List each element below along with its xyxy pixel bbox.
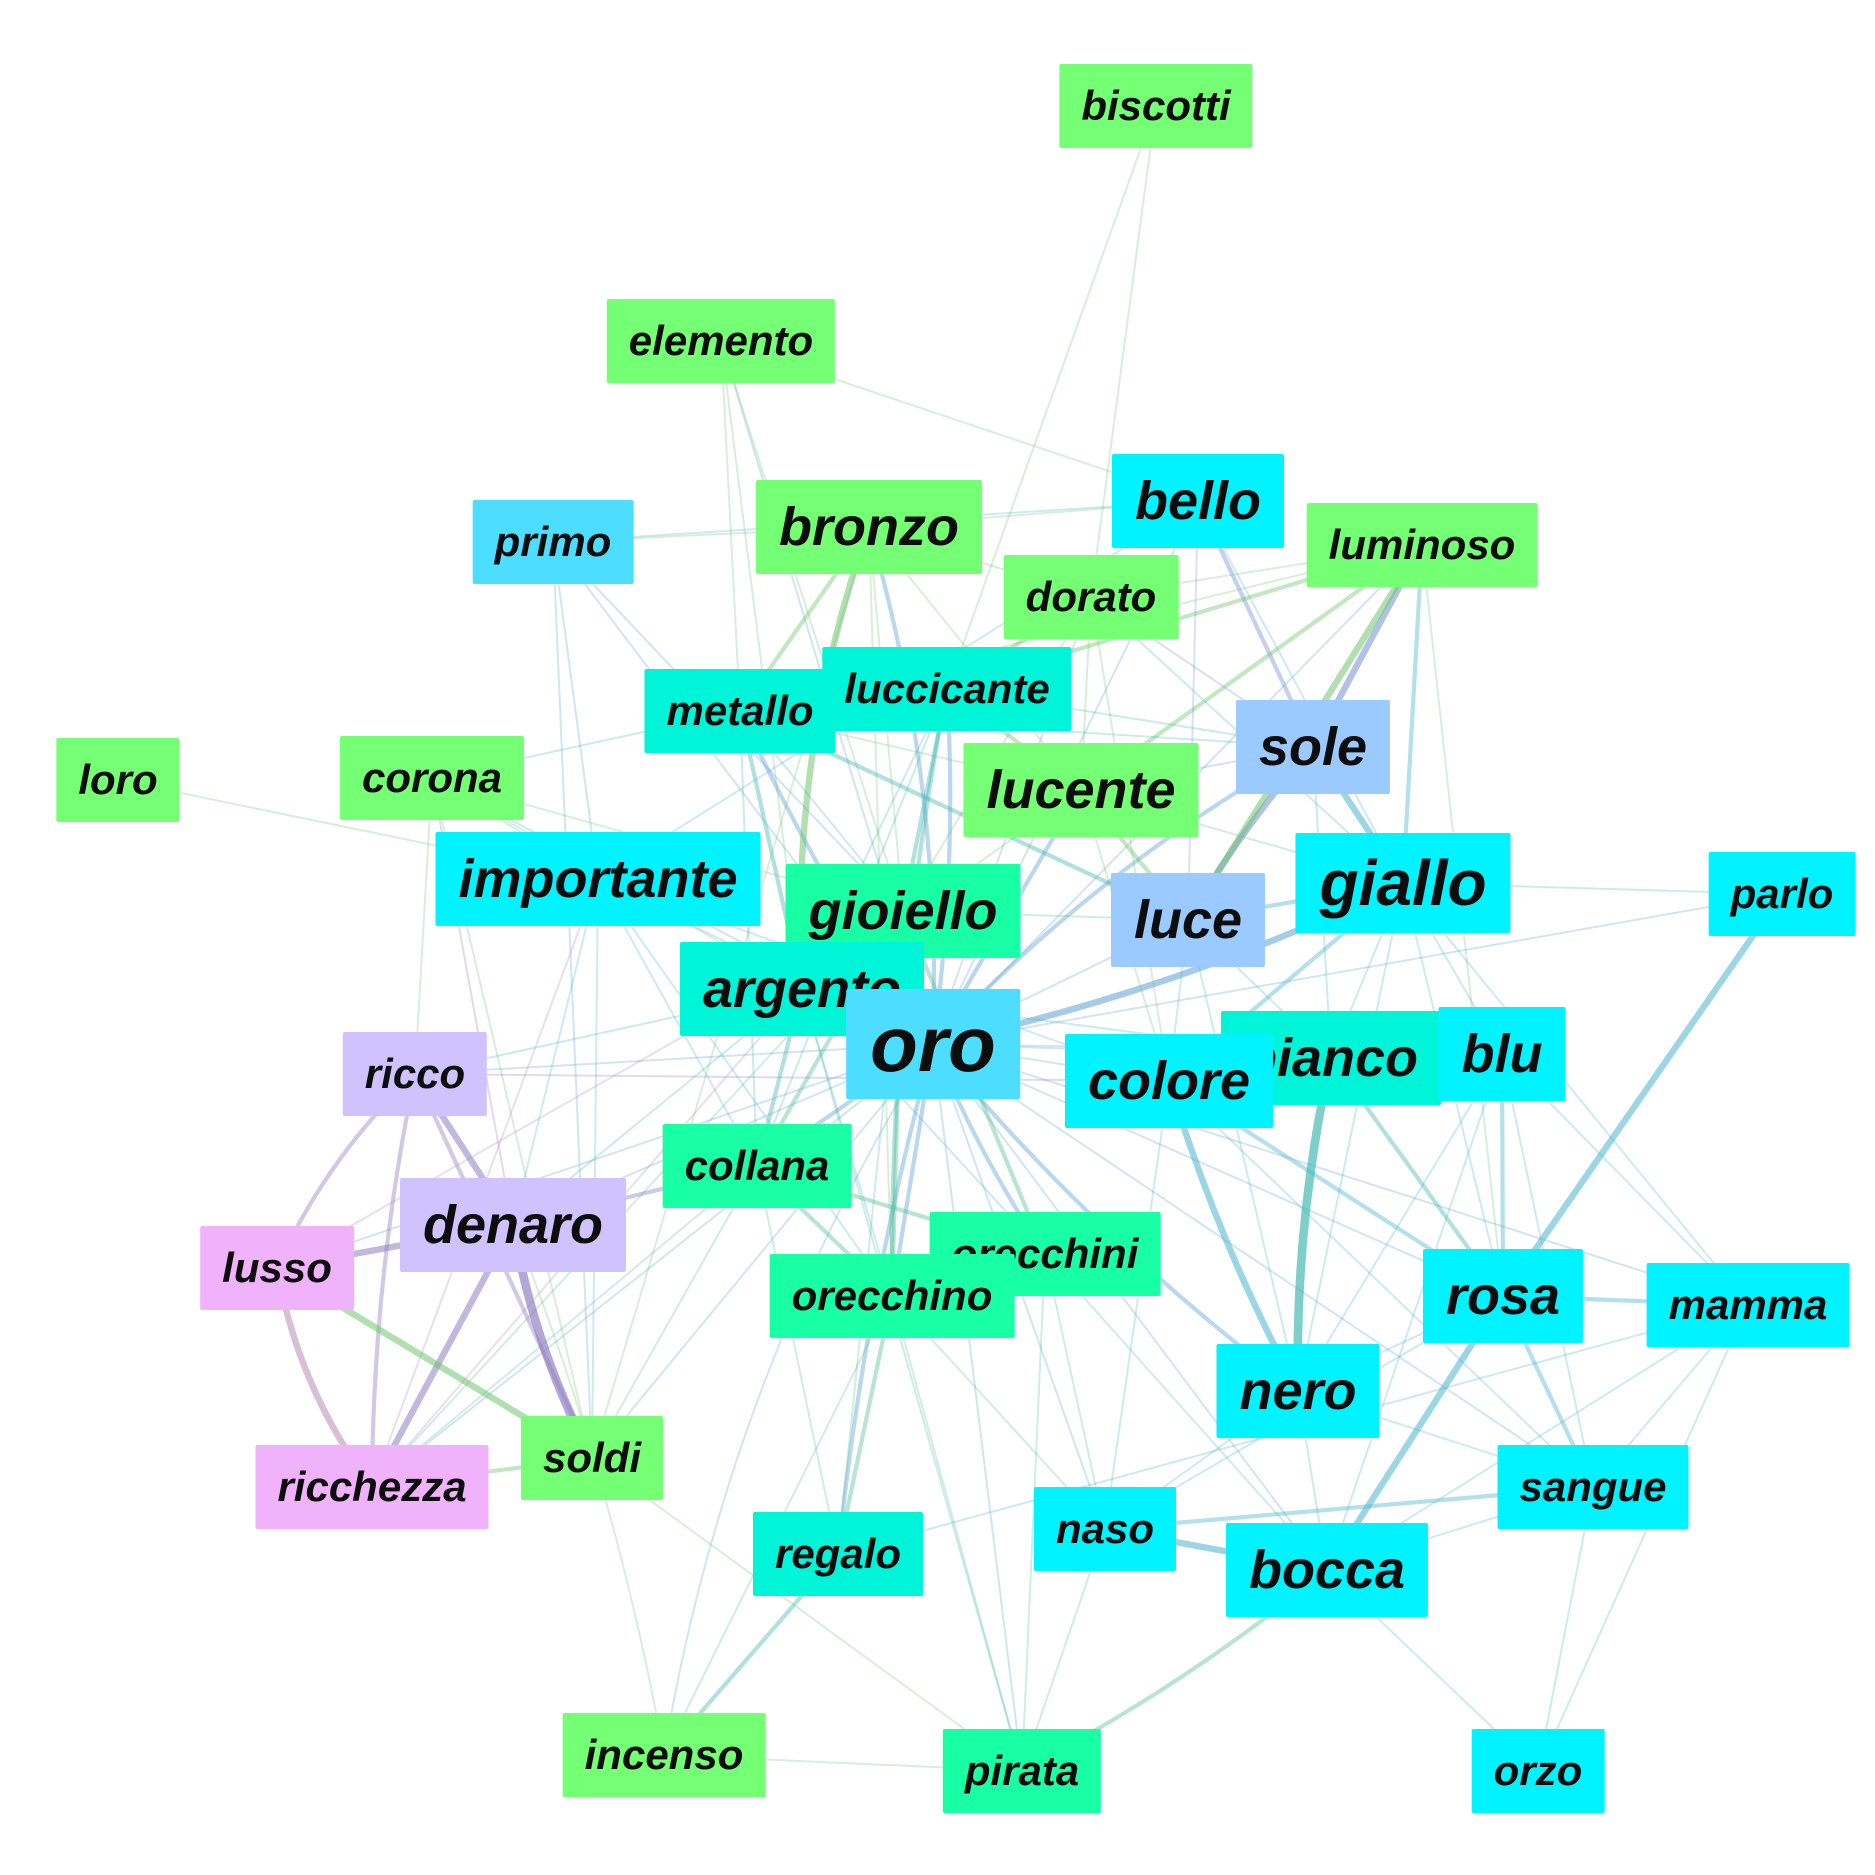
edge-oro-bronzo [866, 524, 937, 1047]
edge-blu-bocca [1326, 1053, 1503, 1571]
node-collana[interactable]: collana [662, 1124, 852, 1208]
edge-oro-pirata [932, 1043, 1023, 1772]
node-luce[interactable]: luce [1110, 873, 1266, 967]
node-biscotti[interactable]: biscotti [1059, 64, 1253, 148]
edge-importante-soldi [591, 878, 599, 1459]
node-lucente[interactable]: lucente [963, 743, 1199, 837]
edge-collana-ricchezza [371, 1165, 758, 1488]
edge-oro-soldi [591, 1043, 934, 1459]
node-denaro[interactable]: denaro [399, 1178, 627, 1272]
node-oro[interactable]: oro [846, 989, 1020, 1099]
node-importante[interactable]: importante [435, 832, 761, 926]
edge-oro-ricchezza [371, 1043, 934, 1488]
edge-ricco-ricchezza [369, 1071, 418, 1490]
node-soldi[interactable]: soldi [520, 1416, 664, 1500]
node-colore[interactable]: colore [1064, 1034, 1274, 1128]
node-loro[interactable]: loro [56, 738, 180, 822]
node-sole[interactable]: sole [1235, 700, 1391, 794]
node-blu[interactable]: blu [1438, 1007, 1566, 1101]
node-elemento[interactable]: elemento [606, 299, 836, 383]
node-ricco[interactable]: ricco [342, 1032, 488, 1116]
node-incenso[interactable]: incenso [562, 1713, 766, 1797]
edge-oro-parlo [932, 893, 1783, 1045]
node-orecchino[interactable]: orecchino [769, 1254, 1015, 1338]
edge-argento-pirata [801, 988, 1023, 1772]
edge-biscotti-luccicante [946, 105, 1157, 690]
edge-oro-lusso [276, 1043, 934, 1269]
edge-giallo-mamma [1402, 882, 1749, 1306]
edge-orecchino-pirata [891, 1295, 1023, 1772]
node-luccicante[interactable]: luccicante [822, 647, 1072, 731]
edge-corona-ricco [414, 777, 433, 1075]
node-giallo[interactable]: giallo [1295, 833, 1511, 933]
node-bronzo[interactable]: bronzo [756, 480, 982, 574]
node-parlo[interactable]: parlo [1708, 852, 1856, 936]
edge-rosa-parlo [1499, 890, 1786, 1300]
edge-oro-sangue [932, 1043, 1594, 1488]
edge-elemento-metallo [720, 340, 741, 712]
node-naso[interactable]: naso [1033, 1487, 1177, 1571]
edge-metallo-collana [739, 710, 758, 1167]
edge-giallo-nero [1297, 882, 1404, 1392]
edge-collana-regalo [756, 1165, 839, 1555]
node-primo[interactable]: primo [472, 500, 634, 584]
node-mamma[interactable]: mamma [1646, 1263, 1850, 1347]
node-metallo[interactable]: metallo [644, 669, 836, 753]
edge-elemento-gioiello [720, 340, 904, 912]
node-pirata[interactable]: pirata [942, 1729, 1102, 1813]
node-sangue[interactable]: sangue [1497, 1445, 1689, 1529]
edge-primo-soldi [552, 541, 593, 1459]
node-luminoso[interactable]: luminoso [1306, 503, 1538, 587]
edge-luce-bello [1187, 500, 1199, 921]
edge-bianco-nero [1293, 1053, 1336, 1396]
edge-dorato-biscotti [1090, 105, 1157, 598]
edge-colore-naso [1104, 1080, 1170, 1530]
edge-oro-bocca [932, 1043, 1328, 1571]
edge-ricco-colore [414, 1073, 1170, 1082]
edge-soldi-pirata [591, 1457, 1023, 1772]
edge-orecchini-pirata [1021, 1253, 1046, 1772]
node-rosa[interactable]: rosa [1422, 1249, 1584, 1343]
edge-oro-mamma [932, 1043, 1749, 1306]
node-dorato[interactable]: dorato [1003, 555, 1179, 639]
node-orzo[interactable]: orzo [1471, 1729, 1605, 1813]
edge-mamma-orzo [1537, 1304, 1749, 1772]
edge-oro-incenso [663, 1043, 934, 1756]
edge-giallo-bello [1197, 500, 1404, 884]
node-regalo[interactable]: regalo [752, 1512, 924, 1596]
node-bocca[interactable]: bocca [1225, 1523, 1429, 1617]
node-nero[interactable]: nero [1216, 1344, 1380, 1438]
edge-colore-sangue [1168, 1080, 1594, 1488]
node-corona[interactable]: corona [339, 736, 525, 820]
edge-importante-orecchino [597, 878, 893, 1297]
node-lusso[interactable]: lusso [200, 1226, 354, 1310]
node-ricchezza[interactable]: ricchezza [255, 1445, 489, 1529]
node-bello[interactable]: bello [1111, 454, 1285, 548]
edge-dorato-colore [1090, 596, 1170, 1082]
edge-nero-luce [1187, 919, 1299, 1392]
